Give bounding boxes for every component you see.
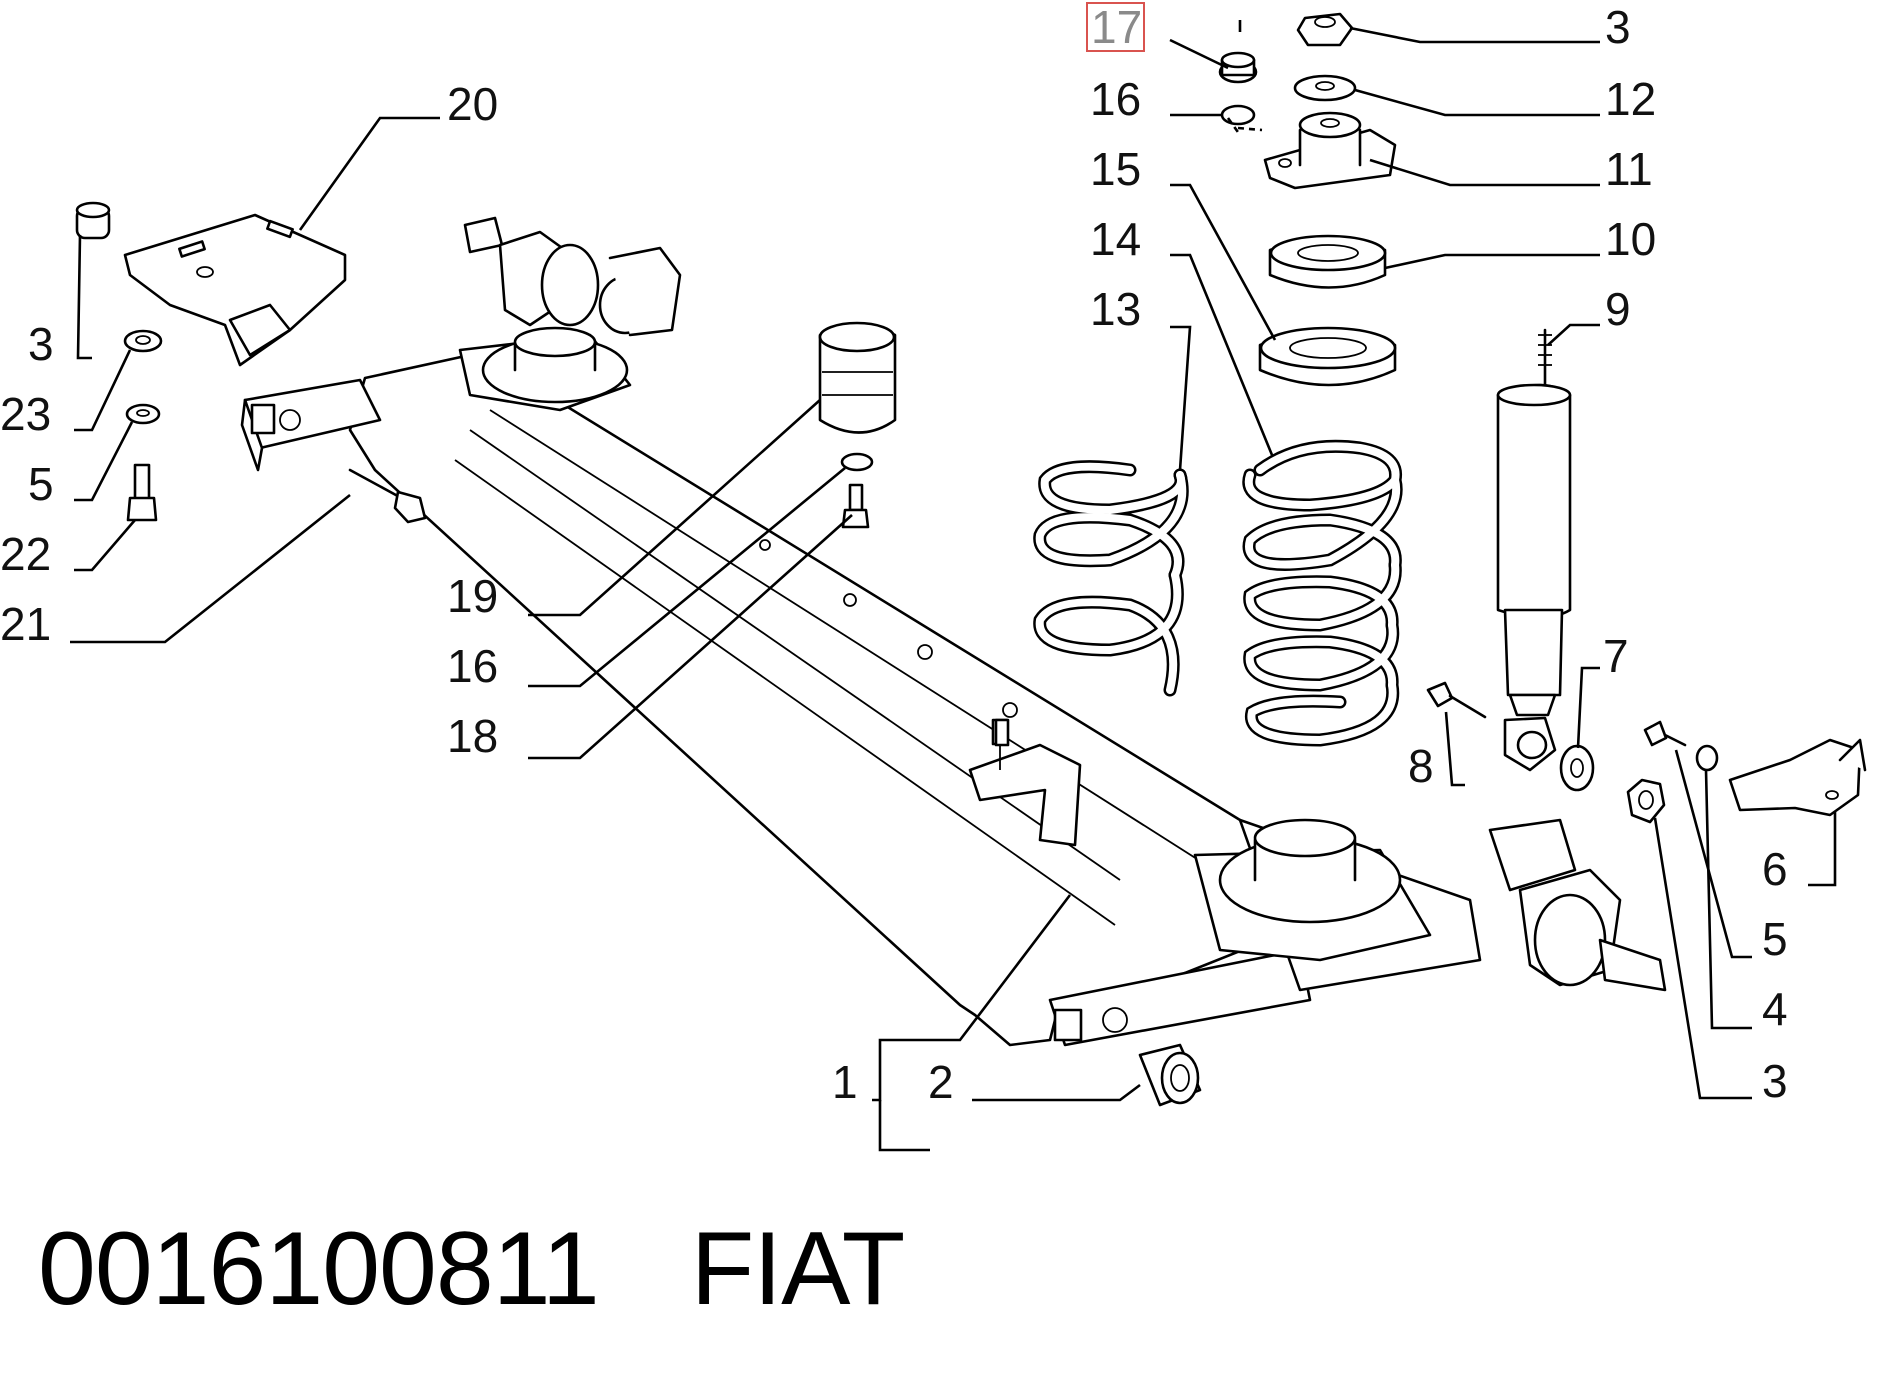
bushing-2 [1138,1043,1202,1107]
nut-17 [1218,51,1258,84]
right-wheel-hub [1488,818,1667,992]
callout-16-center[interactable]: 16 [447,640,498,692]
callout-20[interactable]: 20 [447,78,498,130]
callout-13[interactable]: 13 [1090,283,1141,335]
callout-11[interactable]: 11 [1605,143,1653,195]
shock-absorber-9 [1496,328,1572,772]
callout-1[interactable]: 1 [832,1056,858,1108]
left-wheel-hub [463,216,682,337]
callout-2[interactable]: 2 [928,1056,954,1108]
callout-3-right[interactable]: 3 [1762,1055,1788,1107]
washer-23 [123,329,163,353]
footer: 0016100811 FIAT [38,1210,905,1327]
callout-3-left[interactable]: 3 [28,318,54,370]
washer-7 [1559,744,1595,792]
spring-seat-15 [1258,326,1397,387]
callout-15[interactable]: 15 [1090,143,1141,195]
callout-5-right[interactable]: 5 [1762,913,1788,965]
nut-5-left [125,403,161,425]
callout-labels: 17 3 16 12 15 11 14 10 13 9 20 3 23 5 22… [0,1,1788,1108]
bolt-21 [348,468,427,524]
washer-16-top [1220,104,1256,126]
callout-14[interactable]: 14 [1090,213,1141,265]
bolt-5-right [1643,720,1687,747]
washer-4 [1695,744,1719,772]
bolt-8 [1426,681,1487,719]
callout-16-top[interactable]: 16 [1090,73,1141,125]
bracket-6 [1728,738,1867,817]
coil-spring-14 [1242,439,1403,747]
callout-4[interactable]: 4 [1762,983,1788,1035]
part-number: 0016100811 [38,1211,600,1327]
leader-lines [70,20,1837,1152]
coil-spring-13 [1033,460,1189,697]
highlight-box [1086,2,1145,52]
callout-22[interactable]: 22 [0,528,51,580]
spring-seat-10 [1268,234,1387,289]
brand-name: FIAT [690,1211,906,1327]
bushing-3-left [75,201,111,240]
stud-center [994,718,1010,747]
callout-5-left[interactable]: 5 [28,458,54,510]
callout-21[interactable]: 21 [0,598,51,650]
bump-stop-19 [818,321,897,434]
top-mount-11 [1263,111,1397,190]
washer-12 [1293,74,1357,102]
callout-23[interactable]: 23 [0,388,51,440]
callout-10[interactable]: 10 [1605,213,1656,265]
callout-8[interactable]: 8 [1408,740,1434,792]
nut-3-top [1296,12,1354,47]
left-bracket-20 [123,213,347,367]
callout-12[interactable]: 12 [1605,73,1656,125]
washer-16-center [840,452,874,472]
nut-3-right [1626,778,1666,824]
callout-9[interactable]: 9 [1605,283,1631,335]
rear-axle-beam [240,326,1482,1047]
callout-17[interactable]: 17 [1091,1,1142,53]
callout-3-top[interactable]: 3 [1605,1,1631,53]
callout-19[interactable]: 19 [447,570,498,622]
callout-6[interactable]: 6 [1762,843,1788,895]
callout-7[interactable]: 7 [1603,630,1629,682]
bolt-22 [126,463,158,522]
callout-18[interactable]: 18 [447,710,498,762]
